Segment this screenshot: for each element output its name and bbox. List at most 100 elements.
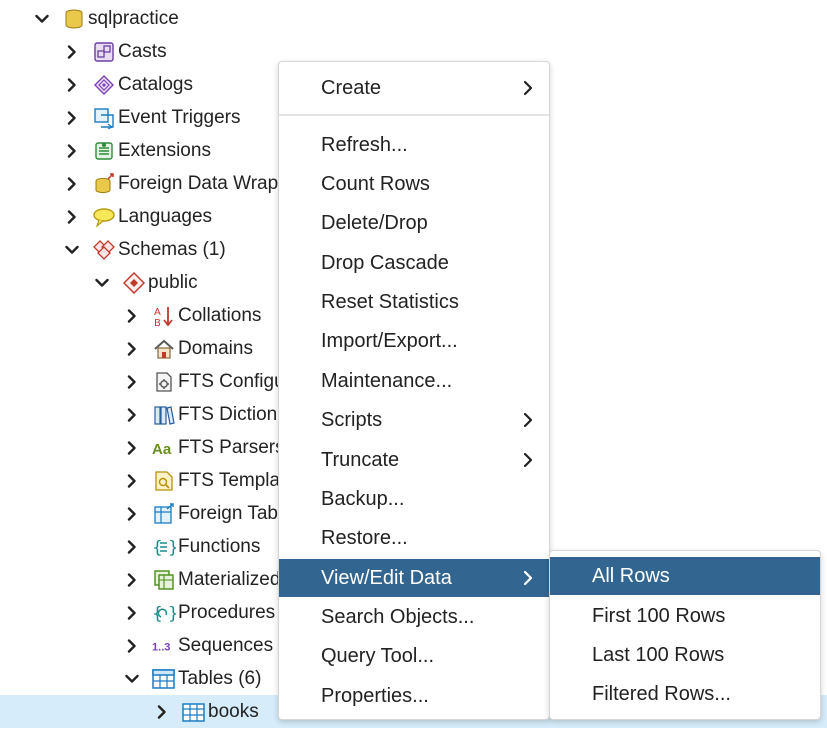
tree-node-label: public [148, 271, 198, 293]
chevron-right-icon[interactable] [62, 207, 82, 227]
tree-node-procedures[interactable]: {}Procedures [0, 596, 827, 629]
svg-text:}: } [168, 538, 176, 558]
menu-item-label: Maintenance... [321, 369, 453, 392]
chevron-right-icon[interactable] [122, 603, 142, 623]
menu-item-create[interactable]: Create [279, 69, 549, 107]
tree-node-sqlpractice[interactable]: sqlpractice [0, 2, 827, 35]
menu-item-label: Truncate [321, 448, 400, 471]
table-icon [182, 701, 206, 723]
submenu-item-filtered-rows[interactable]: Filtered Rows... [550, 675, 820, 713]
menu-item-label: Restore... [321, 526, 408, 549]
menu-item-properties[interactable]: Properties... [279, 677, 549, 715]
foreign-data-wrapper-icon [92, 172, 116, 195]
chevron-right-icon[interactable] [122, 504, 142, 524]
schema-icon [122, 271, 146, 294]
chevron-right-icon[interactable] [62, 42, 82, 62]
menu-item-scripts[interactable]: Scripts [279, 401, 549, 439]
menu-item-delete-drop[interactable]: Delete/Drop [279, 204, 549, 242]
menu-item-label: Count Rows [321, 172, 430, 195]
chevron-right-icon[interactable] [122, 570, 142, 590]
svg-text:B: B [154, 318, 161, 327]
menu-item-label: Properties... [321, 684, 429, 707]
tree-node-fts-diction[interactable]: FTS Diction [0, 398, 827, 431]
domains-icon [152, 338, 176, 360]
menu-item-label: Create [321, 76, 382, 99]
chevron-right-icon[interactable] [152, 702, 172, 722]
menu-item-reset-statistics[interactable]: Reset Statistics [279, 283, 549, 321]
tables-icon [152, 668, 176, 690]
menu-item-truncate[interactable]: Truncate [279, 441, 549, 479]
materialized-view-icon [152, 569, 176, 591]
menu-item-label: Delete/Drop [321, 211, 428, 234]
svg-text:{: { [152, 604, 163, 624]
menu-item-query-tool[interactable]: Query Tool... [279, 637, 549, 675]
chevron-right-icon[interactable] [62, 174, 82, 194]
chevron-right-icon[interactable] [122, 438, 142, 458]
chevron-right-icon[interactable] [122, 537, 142, 557]
chevron-right-icon[interactable] [122, 471, 142, 491]
chevron-right-icon[interactable] [122, 405, 142, 425]
chevron-right-icon[interactable] [122, 339, 142, 359]
tree-node-tables-6[interactable]: Tables (6) [0, 662, 827, 695]
functions-icon: {} [152, 536, 176, 558]
chevron-down-icon[interactable] [62, 240, 82, 260]
menu-item-maintenance[interactable]: Maintenance... [279, 362, 549, 400]
tree-node-catalogs[interactable]: Catalogs [0, 68, 827, 101]
tree-node-extensions[interactable]: Extensions [0, 134, 827, 167]
tree-node-label: FTS Parsers [178, 436, 285, 458]
menu-item-refresh[interactable]: Refresh... [279, 126, 549, 164]
chevron-right-icon[interactable] [122, 636, 142, 656]
tree-node-schemas-1[interactable]: Schemas (1) [0, 233, 827, 266]
tree-node-event-triggers[interactable]: Event Triggers [0, 101, 827, 134]
submenu-item-label: Filtered Rows... [592, 682, 731, 705]
menu-item-drop-cascade[interactable]: Drop Cascade [279, 244, 549, 282]
chevron-right-icon[interactable] [122, 372, 142, 392]
tree-node-functions[interactable]: {}Functions [0, 530, 827, 563]
chevron-right-icon[interactable] [62, 141, 82, 161]
tree-node-label: Foreign Data Wrap [118, 172, 279, 194]
chevron-down-icon[interactable] [122, 669, 142, 689]
chevron-right-icon[interactable] [122, 306, 142, 326]
tree-node-foreign-data-wrap[interactable]: Foreign Data Wrap [0, 167, 827, 200]
menu-item-restore[interactable]: Restore... [279, 519, 549, 557]
menu-item-view-edit-data[interactable]: View/Edit Data [279, 559, 549, 597]
menu-item-count-rows[interactable]: Count Rows [279, 165, 549, 203]
tree-node-label: FTS Diction [178, 403, 278, 425]
menu-item-backup[interactable]: Backup... [279, 480, 549, 518]
tree-node-domains[interactable]: Domains [0, 332, 827, 365]
menu-item-search-objects[interactable]: Search Objects... [279, 598, 549, 636]
chevron-down-icon[interactable] [92, 273, 112, 293]
extensions-icon [92, 140, 116, 162]
tree-node-languages[interactable]: Languages [0, 200, 827, 233]
chevron-down-icon[interactable] [32, 9, 52, 29]
fts-template-icon [152, 470, 176, 492]
chevron-right-icon[interactable] [62, 108, 82, 128]
menu-item-import-export[interactable]: Import/Export... [279, 322, 549, 360]
tree-node-label: Languages [118, 205, 213, 227]
submenu-item-all-rows[interactable]: All Rows [550, 557, 820, 595]
database-icon [62, 8, 86, 30]
tree-node-foreign-tab[interactable]: Foreign Tab [0, 497, 827, 530]
submenu-item-last-100-rows[interactable]: Last 100 Rows [550, 636, 820, 674]
tree-node-fts-configu[interactable]: FTS Configu [0, 365, 827, 398]
languages-icon [92, 206, 116, 228]
tree-node-label: Extensions [118, 139, 211, 161]
tree-node-public[interactable]: public [0, 266, 827, 299]
tree-node-casts[interactable]: Casts [0, 35, 827, 68]
svg-text:{: { [152, 538, 163, 558]
chevron-right-icon[interactable] [62, 75, 82, 95]
menu-separator [279, 114, 549, 116]
tree-node-label: Casts [118, 40, 167, 62]
menu-item-label: Scripts [321, 408, 383, 431]
tree-node-materialized[interactable]: Materialized [0, 563, 827, 596]
tree-node-label: Foreign Tab [178, 502, 278, 524]
tree-node-fts-templa[interactable]: FTS Templa [0, 464, 827, 497]
fts-configuration-icon [152, 371, 176, 393]
submenu-item-first-100-rows[interactable]: First 100 Rows [550, 597, 820, 635]
